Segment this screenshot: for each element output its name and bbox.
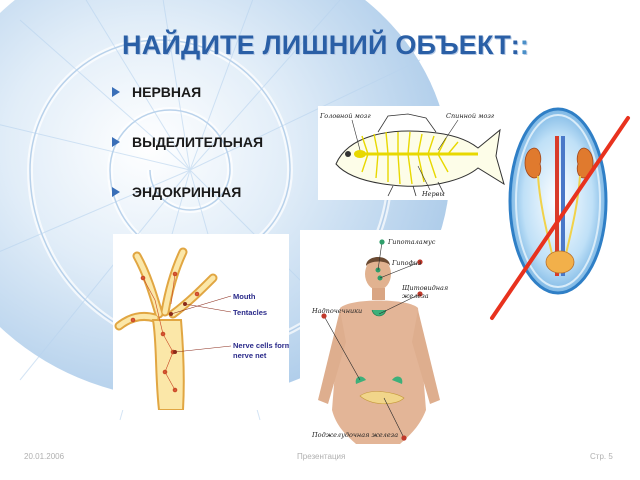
fish-nervous-system-image: Головной мозг Спинной мозг Нервы: [318, 106, 506, 200]
endo-label-thyroid: Щитовидная: [402, 284, 448, 292]
bullet-item-excretory: ВЫДЕЛИТЕЛЬНАЯ: [110, 132, 263, 182]
hydra-label-nerve-net: nerve net: [233, 351, 267, 360]
bullet-arrow-icon: [112, 137, 120, 147]
hydra-nerve-net-image: Mouth Tentacles Nerve cells forming nerv…: [113, 234, 289, 410]
bullet-item-endocrine: ЭНДОКРИННАЯ: [110, 182, 263, 232]
endo-label-adrenal: Надпочечники: [311, 307, 362, 315]
hydra-label-mouth: Mouth: [233, 292, 256, 301]
hydra-label-nerve-cells: Nerve cells forming: [233, 341, 289, 350]
slide-title: НАЙДИТЕ ЛИШНИЙ ОБЪЕКТ::: [122, 30, 530, 60]
bullet-arrow-icon: [112, 87, 120, 97]
hydra-label-tentacles: Tentacles: [233, 308, 267, 317]
title-colon: :: [519, 30, 530, 60]
endo-label-hypothalamus: Гипоталамус: [387, 238, 436, 246]
excretory-system-image: [508, 106, 612, 296]
bullet-list: НЕРВНАЯ ВЫДЕЛИТЕЛЬНАЯ ЭНДОКРИННАЯ: [110, 82, 263, 232]
bullet-arrow-icon: [112, 187, 120, 197]
footer-center-text: Презентация: [297, 452, 346, 461]
footer-date: 20.01.2006: [24, 452, 65, 461]
bullet-item-nervous: НЕРВНАЯ: [110, 82, 263, 132]
endocrine-system-image: Гипоталамус Гипофиз Щитовидная железа На…: [300, 230, 462, 444]
endo-label-pancreas: Поджелудочная железа: [311, 431, 398, 439]
fish-label-brain: Головной мозг: [319, 112, 371, 120]
fish-label-spinal-cord: Спинной мозг: [446, 112, 495, 120]
endo-label-gland: железа: [402, 292, 429, 300]
endo-label-pituitary: Гипофиз: [391, 259, 422, 267]
footer-page-number: Стр. 5: [590, 452, 613, 461]
fish-label-nerves: Нервы: [421, 190, 445, 198]
